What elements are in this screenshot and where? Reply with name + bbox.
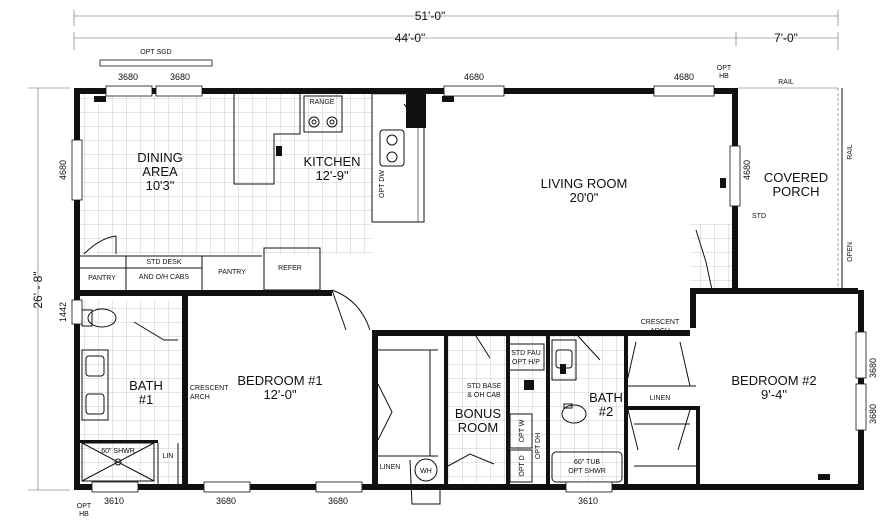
opt-dw-label: OPT DW bbox=[379, 170, 386, 198]
window-left-dining-label: 4680 bbox=[58, 160, 68, 180]
porch-label: COVERED bbox=[764, 170, 828, 185]
crescent-arch-2-label-2: ARCH bbox=[650, 328, 670, 335]
wh-label: WH bbox=[420, 468, 432, 475]
closets bbox=[157, 349, 696, 484]
rail-label: RAIL bbox=[778, 79, 794, 86]
living-label: LIVING ROOM bbox=[541, 176, 628, 191]
opt-d-label: OPT D bbox=[519, 455, 526, 476]
bonus-label-2: ROOM bbox=[458, 420, 498, 435]
refer-label: REFER bbox=[278, 265, 302, 272]
window-top-3-label: 4680 bbox=[464, 72, 484, 82]
std-desk-label-2: AND O/H CABS bbox=[139, 274, 190, 281]
opt-hb-bottom-label-2: HB bbox=[79, 511, 89, 518]
dimension-lines bbox=[28, 10, 839, 491]
overall-width-dim: 51'-0" bbox=[415, 9, 446, 23]
living-size: 20'0" bbox=[570, 190, 599, 205]
window-bottom-1-label: 3610 bbox=[104, 496, 124, 506]
markers bbox=[94, 96, 830, 480]
dining-label: DINING bbox=[137, 150, 183, 165]
window-bottom-4-label: 3610 bbox=[578, 496, 598, 506]
bath-fixtures bbox=[81, 308, 623, 483]
std-base-label-2: & OH CAB bbox=[467, 392, 501, 399]
open-label: OPEN bbox=[847, 242, 854, 262]
crescent-arch-1-label-2: ARCH bbox=[190, 394, 210, 401]
shower-label: 60" SHWR bbox=[101, 448, 135, 455]
bedroom2-size: 9'-4" bbox=[761, 387, 787, 402]
std-label: STD bbox=[752, 213, 766, 220]
main-width-dim: 44'-0" bbox=[395, 31, 426, 45]
window-top-1-label: 3680 bbox=[118, 72, 138, 82]
kitchen-label: KITCHEN bbox=[303, 154, 360, 169]
window-right-2-label: 3680 bbox=[868, 404, 878, 424]
porch-label-2: PORCH bbox=[773, 184, 820, 199]
std-fau-label: STD FAU bbox=[511, 350, 541, 357]
tub-label: 60" TUB bbox=[574, 459, 600, 466]
bedroom1-label: BEDROOM #1 bbox=[237, 373, 322, 388]
bath2-num: #2 bbox=[599, 404, 613, 419]
pantry-label: PANTRY bbox=[218, 269, 246, 276]
tub-label-2: OPT SHWR bbox=[568, 468, 606, 475]
std-fau-label-2: OPT H/P bbox=[512, 359, 540, 366]
opt-hb-top-label: OPT bbox=[717, 65, 732, 72]
std-base-label: STD BASE bbox=[467, 383, 502, 390]
tile-floor-areas bbox=[80, 93, 732, 484]
range-label: RANGE bbox=[310, 99, 335, 106]
pantry-row bbox=[80, 235, 321, 291]
bedroom2-label: BEDROOM #2 bbox=[731, 373, 816, 388]
bath1-num: #1 bbox=[139, 392, 153, 407]
opt-w-label: OPT W bbox=[519, 419, 526, 442]
linen-1-label: LINEN bbox=[380, 464, 401, 471]
crescent-arch-2-label: CRESCENT bbox=[641, 319, 680, 326]
porch-width-dim: 7'-0" bbox=[774, 31, 798, 45]
window-left-bath-label: 1442 bbox=[58, 302, 68, 322]
window-porch-label: 4680 bbox=[742, 160, 752, 180]
bonus-label: BONUS bbox=[455, 406, 502, 421]
opt-dh-label: OPT DH bbox=[535, 433, 542, 459]
lin-label: LIN bbox=[163, 453, 174, 460]
windows bbox=[71, 59, 867, 493]
kitchen-counters bbox=[233, 94, 426, 223]
dining-size: 10'3" bbox=[146, 178, 175, 193]
window-top-2-label: 3680 bbox=[170, 72, 190, 82]
linen-2-label: LINEN bbox=[650, 395, 671, 402]
crescent-arch-1-label: CRESCENT bbox=[190, 385, 229, 392]
door-swings bbox=[133, 229, 713, 505]
window-top-4-label: 4680 bbox=[674, 72, 694, 82]
std-desk-label: STD DESK bbox=[146, 259, 181, 266]
window-right-1-label: 3680 bbox=[868, 358, 878, 378]
bath1-label: BATH bbox=[129, 378, 163, 393]
kitchen-size: 12'-9" bbox=[315, 168, 349, 183]
dining-label-2: AREA bbox=[142, 164, 178, 179]
opt-hb-top-label-2: HB bbox=[719, 73, 729, 80]
opt-sgd-label: OPT SGD bbox=[140, 49, 171, 56]
rail-side-label: RAIL bbox=[847, 144, 854, 160]
bath2-label: BATH bbox=[589, 390, 623, 405]
opt-hb-bottom-label: OPT bbox=[77, 503, 92, 510]
overall-depth-dim: 26' - 8" bbox=[31, 271, 45, 308]
window-bottom-3-label: 3680 bbox=[328, 496, 348, 506]
pantry-left-label: PANTRY bbox=[88, 275, 116, 282]
window-bottom-2-label: 3680 bbox=[216, 496, 236, 506]
bedroom1-size: 12'-0" bbox=[263, 387, 297, 402]
